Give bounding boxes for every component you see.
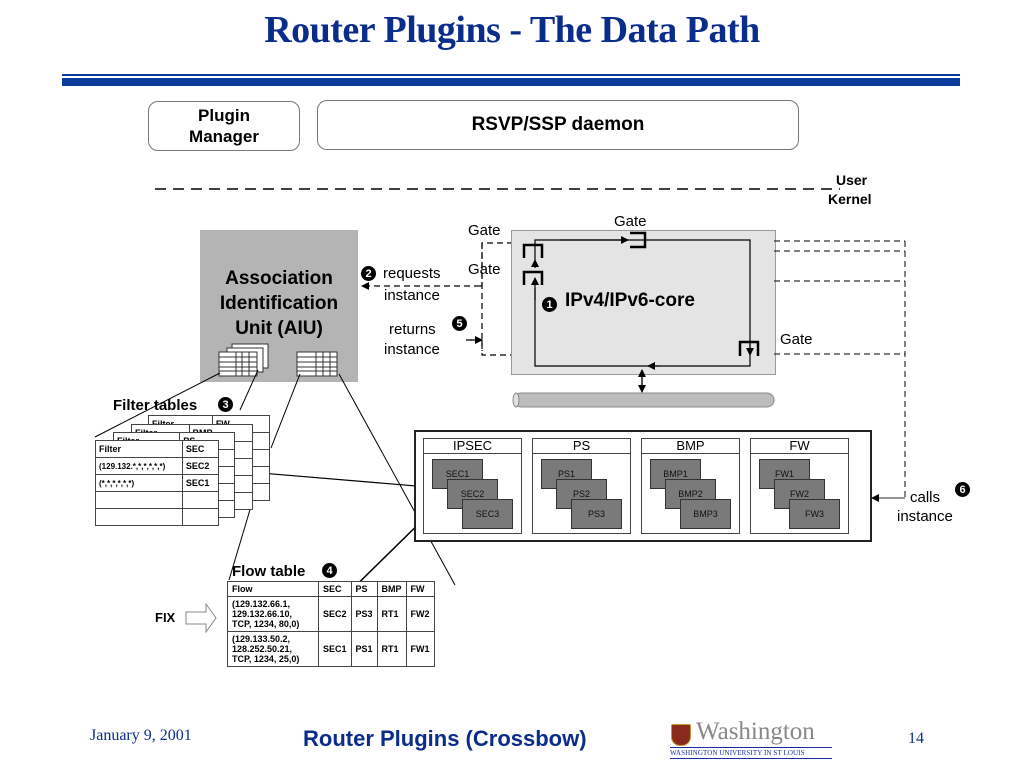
logo-subtitle: WASHINGTON UNIVERSITY IN ST LOUIS <box>670 749 805 757</box>
rsvp-daemon-box: RSVP/SSP daemon <box>317 100 799 150</box>
table-cell: RT1 <box>376 596 407 632</box>
table-row: (129.132.66.1, 129.132.66.10, TCP, 1234,… <box>227 596 435 632</box>
requests-instance-label: instance <box>384 287 440 304</box>
plugin-manager-box: Plugin Manager <box>148 101 300 151</box>
university-logo: Washington WASHINGTON UNIVERSITY IN ST L… <box>668 718 834 760</box>
gate-glyph-2 <box>522 270 544 285</box>
step-4-badge: 4 <box>322 563 337 578</box>
calls-label: calls <box>910 489 941 506</box>
flow-table: Flow SEC PS BMP FW (129.132.66.1, 129.13… <box>227 581 435 667</box>
column-header: PS <box>350 581 378 597</box>
table-row <box>95 508 220 526</box>
title-rule-thin <box>62 74 960 76</box>
table-header-row: Flow SEC PS BMP FW <box>227 581 435 597</box>
table-cell: RT1 <box>376 631 407 667</box>
kernel-space-label: Kernel <box>828 191 872 207</box>
plugins-frame: IPSEC SEC1 SEC2 SEC3 PS PS1 PS2 PS3 BMP … <box>414 430 872 542</box>
logo-wordmark: Washington <box>696 718 815 745</box>
plugin-column-ipsec: IPSEC SEC1 SEC2 SEC3 <box>423 438 522 534</box>
fix-arrow <box>185 602 217 634</box>
table-cell: SEC <box>181 440 220 458</box>
table-cell: SEC2 <box>318 596 352 632</box>
footer-date: January 9, 2001 <box>90 727 192 744</box>
table-row <box>95 491 220 509</box>
table-cell: FW2 <box>405 596 435 632</box>
table-cell: SEC2 <box>181 457 220 475</box>
calls-instance-label: instance <box>897 508 953 525</box>
table-row: (129.132.*,*,*,*,*,*)SEC2 <box>95 457 220 475</box>
rsvp-daemon-label: RSVP/SSP daemon <box>471 114 645 135</box>
table-cell: (129.132.*,*,*,*,*,*) <box>95 457 183 475</box>
slide-title: Router Plugins - The Data Path <box>264 9 760 51</box>
gate-label-2: Gate <box>614 213 647 230</box>
plugin-instance: BMP3 <box>680 499 731 529</box>
table-cell: SEC1 <box>181 474 220 492</box>
step-3-badge: 3 <box>218 397 233 412</box>
footer-title: Router Plugins (Crossbow) <box>303 726 587 751</box>
table-cell: PS3 <box>350 596 378 632</box>
column-header: FW <box>405 581 435 597</box>
step-6-badge: 6 <box>955 482 970 497</box>
bus-pipe <box>512 392 775 408</box>
core-label: IPv4/IPv6-core <box>565 290 695 311</box>
table-cell: Filter <box>95 440 183 458</box>
table-cell: FW1 <box>405 631 435 667</box>
column-header: SEC <box>318 581 352 597</box>
aiu-label: Association Identification Unit (AIU) <box>219 268 339 339</box>
plugin-instance: FW3 <box>789 499 840 529</box>
filter-tables-title: Filter tables <box>113 397 198 414</box>
page-number: 14 <box>908 730 924 747</box>
plugin-column-title: BMP <box>642 439 739 454</box>
plugin-column-title: IPSEC <box>424 439 521 454</box>
aiu-flow-table-icon <box>296 351 338 377</box>
flow-cell: (129.132.66.1, 129.132.66.10, TCP, 1234,… <box>227 596 319 632</box>
gate-label-4: Gate <box>780 331 813 348</box>
plugin-column-ps: PS PS1 PS2 PS3 <box>532 438 631 534</box>
gate-glyph-4 <box>738 340 760 356</box>
plugin-column-title: FW <box>751 439 848 454</box>
plugin-instance: SEC3 <box>462 499 513 529</box>
requests-label: requests <box>383 265 441 282</box>
plugin-column-fw: FW FW1 FW2 FW3 <box>750 438 849 534</box>
table-cell: SEC1 <box>318 631 352 667</box>
plugin-column-bmp: BMP BMP1 BMP2 BMP3 <box>641 438 740 534</box>
step-2-badge: 2 <box>361 266 376 281</box>
column-header: Flow <box>227 581 319 597</box>
logo-rule <box>670 747 832 748</box>
shield-icon <box>671 724 691 746</box>
table-cell: (*,*,*,*,*,*) <box>95 474 183 492</box>
returns-instance-label: instance <box>384 341 440 358</box>
gate-label-3: Gate <box>468 261 501 278</box>
flow-table-title: Flow table <box>232 563 306 580</box>
plugin-column-title: PS <box>533 439 630 454</box>
flow-cell: (129.133.50.2, 128.252.50.21, TCP, 1234,… <box>227 631 319 667</box>
gate-glyph-1 <box>522 243 544 258</box>
step-1-badge: 1 <box>542 297 557 312</box>
returns-label: returns <box>389 321 436 338</box>
fix-label: FIX <box>155 610 176 625</box>
table-row: (129.133.50.2, 128.252.50.21, TCP, 1234,… <box>227 631 435 667</box>
gate-glyph-3 <box>630 231 647 249</box>
aiu-filter-table-icon <box>218 343 269 377</box>
title-rule-thick <box>62 78 960 86</box>
table-cell: PS1 <box>350 631 378 667</box>
column-header: BMP <box>376 581 407 597</box>
plugin-manager-label: Plugin Manager <box>189 106 259 146</box>
step-5-badge: 5 <box>452 316 467 331</box>
user-space-label: User <box>836 172 868 188</box>
gate-label-1: Gate <box>468 222 501 239</box>
table-row: (*,*,*,*,*,*)SEC1 <box>95 474 220 492</box>
plugin-instance: PS3 <box>571 499 622 529</box>
logo-rule-bottom <box>670 758 832 759</box>
